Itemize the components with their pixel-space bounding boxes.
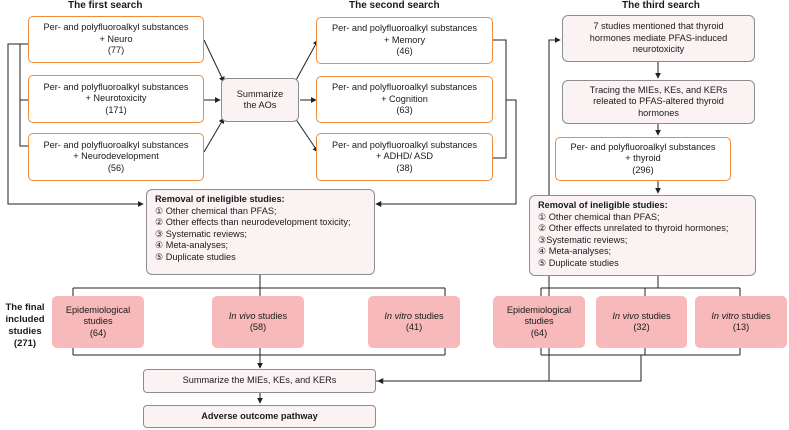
box-line2: + Neurotoxicity — [85, 93, 147, 104]
summarize-mies-label: Summarize the MIEs, KEs, and KERs — [182, 375, 337, 386]
final-count: (271) — [13, 338, 37, 349]
study-label: In vivo studies — [612, 311, 670, 323]
box-count: (46) — [396, 46, 413, 57]
box-line2: + Cognition — [381, 93, 428, 104]
removal-item: ② Other effects than neurodevelopment to… — [155, 217, 351, 228]
removal-item: ④ Meta-analyses; — [155, 240, 229, 251]
removal-item: ⑤ Duplicate studies — [155, 251, 236, 262]
final-included-studies-label: The final included studies (271) — [0, 302, 50, 350]
removal-item: ④ Meta-analyses; — [538, 246, 612, 257]
box-line1: Per- and polyfluoroalkyl substances — [43, 22, 189, 33]
box-line2: + Neurodevelopment — [73, 151, 159, 162]
study-label: In vitro studies — [711, 311, 770, 323]
study-italic: In vivo — [612, 310, 639, 321]
study-label: Epidemiological — [506, 304, 572, 315]
box-line1: Summarize — [236, 88, 284, 99]
box-count: (63) — [396, 105, 413, 116]
study-label: In vitro studies — [384, 311, 443, 323]
final-line1: The final — [5, 302, 45, 313]
removal-item: ⑤ Duplicate studies — [538, 257, 619, 268]
box-count: (77) — [107, 45, 125, 56]
first-search-neuro-box: Per- and polyfluoroalkyl substances + Ne… — [28, 16, 204, 63]
header-first-search: The first search — [68, 0, 143, 11]
left-epidemiological-studies: Epidemiological studies (64) — [52, 296, 144, 348]
study-italic: In vitro — [711, 310, 739, 321]
box-line2: + Neuro — [99, 33, 133, 44]
study-rest: studies — [738, 310, 771, 321]
removal-item: ③ Systematic reviews; — [155, 228, 247, 239]
study-label: Epidemiological — [65, 304, 131, 315]
study-rest: studies — [638, 310, 671, 321]
box-line2: releated to PFAS-altered thyroid — [593, 96, 724, 107]
right-in-vitro-studies: In vitro studies (13) — [695, 296, 787, 348]
study-label2: studies — [524, 316, 554, 327]
box-line1: Tracing the MIEs, KEs, and KERs — [589, 84, 728, 95]
study-rest: studies — [411, 310, 444, 321]
final-line2: included — [5, 314, 45, 325]
box-line2: hormones mediate PFAS-induced — [589, 32, 728, 43]
removal-item: ② Other effects unrelated to thyroid hor… — [538, 223, 729, 234]
aop-label: Adverse outcome pathway — [201, 410, 318, 421]
removal-item: ③Systematic reviews; — [538, 234, 628, 245]
box-line1: Per- and polyfluoroalkyl substances — [331, 139, 478, 150]
box-line2: + Memory — [383, 34, 426, 45]
box-count: (171) — [105, 104, 127, 115]
second-search-cognition-box: Per- and polyfluoroalkyl substances + Co… — [316, 76, 493, 123]
summarize-aos-box: Summarize the AOs — [221, 78, 299, 122]
second-search-memory-box: Per- and polyfluoroalkyl substances + Me… — [316, 17, 493, 64]
final-line3: studies — [8, 326, 42, 337]
study-label: In vivo studies — [229, 311, 287, 323]
study-rest: studies — [255, 310, 288, 321]
study-count: (64) — [530, 327, 548, 338]
removal-title: Removal of ineligible studies: — [538, 200, 668, 210]
study-count: (13) — [732, 322, 750, 332]
study-italic: In vitro — [384, 310, 412, 321]
box-line1: Per- and polyfluoroalkyl substances — [43, 81, 189, 92]
box-line1: Per- and polyfluoroalkyl substances — [43, 139, 189, 150]
box-line1: Per- and polyfluoroalkyl substances — [331, 23, 478, 34]
box-line2: + thyroid — [625, 153, 661, 164]
summarize-mies-box: Summarize the MIEs, KEs, and KERs — [143, 369, 376, 393]
box-count: (38) — [396, 162, 413, 173]
left-in-vivo-studies: In vivo studies (58) — [212, 296, 304, 348]
study-count: (64) — [89, 327, 107, 338]
right-epidemiological-studies: Epidemiological studies (64) — [493, 296, 585, 348]
second-search-adhd-asd-box: Per- and polyfluoroalkyl substances + AD… — [316, 133, 493, 181]
study-count: (58) — [249, 322, 267, 332]
box-line2: + ADHD/ ASD — [376, 151, 433, 162]
box-line1: 7 studies mentioned that thyroid — [593, 21, 724, 32]
removal-ineligible-right: Removal of ineligible studies: ① Other c… — [529, 195, 756, 276]
first-search-neurodevelopment-box: Per- and polyfluoroalkyl substances + Ne… — [28, 133, 204, 181]
thyroid-mediation-box: 7 studies mentioned that thyroid hormone… — [562, 15, 755, 62]
box-line3: hormones — [638, 107, 679, 118]
box-line3: neurotoxicity — [632, 44, 685, 55]
removal-item: ① Other chemical than PFAS; — [538, 211, 660, 222]
header-second-search: The second search — [349, 0, 440, 11]
first-search-neurotoxicity-box: Per- and polyfluoroalkyl substances + Ne… — [28, 75, 204, 123]
right-in-vivo-studies: In vivo studies (32) — [596, 296, 687, 348]
third-search-thyroid-box: Per- and polyfluoroalkyl substances + th… — [555, 137, 731, 181]
box-count: (296) — [632, 164, 654, 175]
study-label2: studies — [83, 316, 113, 327]
study-count: (32) — [633, 322, 650, 332]
study-italic: In vivo — [228, 310, 256, 321]
box-line1: Per- and polyfluoroalkyl substances — [331, 82, 478, 93]
box-count: (56) — [107, 162, 125, 173]
removal-item: ① Other chemical than PFAS; — [155, 205, 277, 216]
box-line1: Per- and polyfluoroalkyl substances — [570, 141, 716, 152]
study-count: (41) — [405, 322, 423, 332]
tracing-mies-box: Tracing the MIEs, KEs, and KERs releated… — [562, 80, 755, 124]
left-in-vitro-studies: In vitro studies (41) — [368, 296, 460, 348]
removal-ineligible-left: Removal of ineligible studies: ① Other c… — [146, 189, 375, 275]
header-third-search: The third search — [622, 0, 700, 11]
box-line2: the AOs — [243, 100, 277, 110]
adverse-outcome-pathway-box: Adverse outcome pathway — [143, 405, 376, 428]
removal-title: Removal of ineligible studies: — [155, 194, 285, 204]
